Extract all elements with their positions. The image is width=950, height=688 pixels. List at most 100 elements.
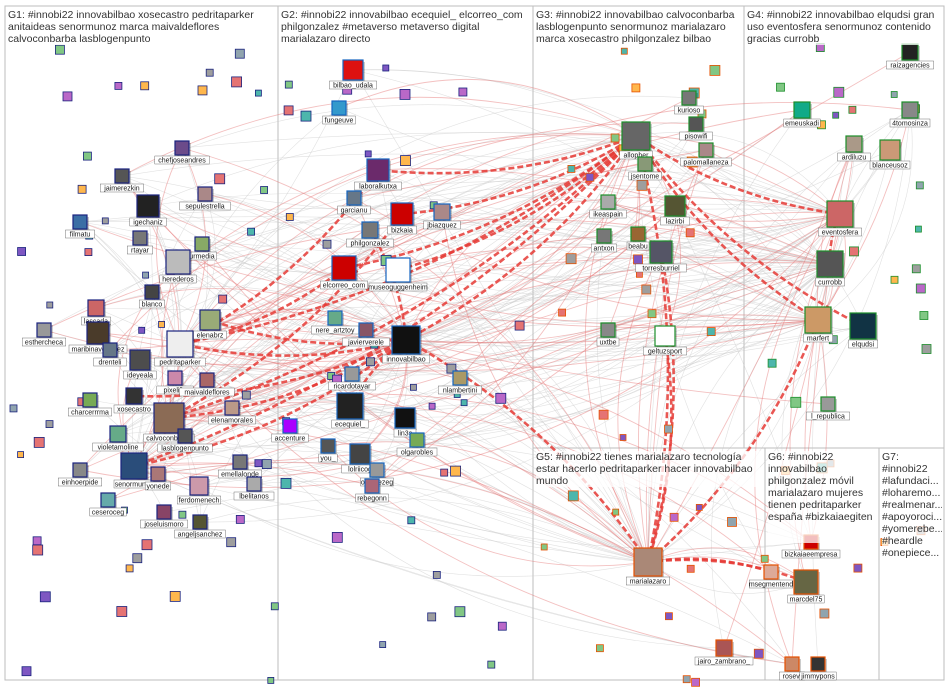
node-jbiazquez[interactable]: jbiazquez xyxy=(423,203,461,230)
node-lbelitanos[interactable]: lbelitanos xyxy=(233,476,275,501)
node-blanceusoz[interactable]: blanceusoz xyxy=(869,139,911,170)
node-jaimerezkin[interactable]: jaimerezkin xyxy=(99,168,144,193)
node-avatar xyxy=(144,284,160,300)
node-jsentome[interactable]: jsentome xyxy=(628,156,662,181)
edge xyxy=(168,417,793,665)
node-sepulestrella[interactable]: sepulestrella xyxy=(179,186,231,211)
node-label: yonede xyxy=(147,484,170,491)
minor-node xyxy=(365,357,375,367)
node-einhoerpide[interactable]: einhoerpide xyxy=(58,462,102,487)
node-palomallaneza[interactable]: palomallaneza xyxy=(680,142,732,167)
node-antxon[interactable]: antxon xyxy=(591,228,618,253)
node-urmedia[interactable]: urmedia xyxy=(187,236,217,261)
node-ikeaspain[interactable]: ikeaspain xyxy=(589,194,627,219)
node-ideyeala[interactable]: ideyeala xyxy=(123,349,157,380)
node-label-bg xyxy=(635,263,687,273)
node-lolriicog[interactable]: lolriicog xyxy=(341,443,379,474)
minor-node xyxy=(790,396,802,408)
node-currobb[interactable]: currobb xyxy=(815,250,845,287)
node-label: ceseroceg xyxy=(92,510,124,517)
node-igechaniz[interactable]: igechaniz xyxy=(129,194,167,227)
node-marfert[interactable]: marfert xyxy=(803,306,833,343)
node-philgonzalez[interactable]: philgonzalez xyxy=(346,221,394,248)
node-ricardotayar[interactable]: ricardotayar xyxy=(328,366,376,391)
node-marialazaro[interactable]: marialazaro xyxy=(626,547,671,586)
node-lin3s[interactable]: lin3s xyxy=(393,407,417,438)
node-innovabilbao[interactable]: innovabilbao xyxy=(382,325,430,364)
edge xyxy=(79,339,407,471)
node-javierverele[interactable]: javierverele xyxy=(342,322,390,347)
node-you_[interactable]: you_ xyxy=(318,438,338,463)
node-uxtbe[interactable]: uxtbe xyxy=(596,322,620,347)
node-pisowifi[interactable]: pisowifi xyxy=(679,116,713,141)
node-avatar xyxy=(664,195,686,217)
node-4tomosinza[interactable]: 4tomosinza xyxy=(889,101,931,128)
node-torresburriel[interactable]: torresburriel xyxy=(635,240,687,273)
node-angeljsanchez[interactable]: angeljsanchez xyxy=(174,514,226,539)
node-allopher[interactable]: allopher xyxy=(619,121,653,160)
node-pixelillo[interactable]: pixelillo xyxy=(156,370,194,395)
node-olgarobles[interactable]: olgarobles xyxy=(396,432,438,457)
node-laboralkutxa[interactable]: laboralkutxa xyxy=(354,158,402,191)
minor-node xyxy=(17,451,25,459)
node-avatar xyxy=(331,255,357,281)
node-eventosfera[interactable]: eventosfera xyxy=(818,200,863,237)
edge xyxy=(365,329,649,563)
node-label-bg xyxy=(217,469,262,479)
edge xyxy=(133,329,609,478)
node-avatar xyxy=(793,101,811,119)
node-garcianu[interactable]: garcianu xyxy=(337,190,371,215)
node-msegmentend[interactable]: msegmentend xyxy=(749,564,793,589)
node-elenamorales[interactable]: elenamorales xyxy=(208,400,256,425)
node-yonede[interactable]: yonede xyxy=(144,466,171,491)
node-raizagencies[interactable]: raizagencies xyxy=(886,43,934,70)
node-kurioso[interactable]: kurioso xyxy=(674,90,704,115)
node-bilbao_udala[interactable]: bilbao_udala xyxy=(329,59,377,90)
node-fungeuve[interactable]: fungeuve xyxy=(322,100,356,125)
node-emeuskadi[interactable]: emeuskadi xyxy=(783,101,821,128)
node-nlambertini[interactable]: nlambertini xyxy=(438,370,483,395)
node-jimmypons[interactable]: jimmypons xyxy=(799,656,837,681)
node-emellalonde[interactable]: emellalonde xyxy=(217,454,262,479)
node-avatar xyxy=(349,443,371,465)
node-maribinavesquez[interactable]: maribinavesquez xyxy=(68,321,128,354)
node-pedritaparker[interactable]: pedritaparker xyxy=(154,330,206,367)
node-lasblogenpunto[interactable]: lasblogenpunto xyxy=(157,428,213,453)
node-blanco[interactable]: blanco xyxy=(138,284,165,309)
node-esthercheca[interactable]: esthercheca xyxy=(22,322,66,347)
node-rebegonn[interactable]: rebegonn xyxy=(355,478,389,503)
node-beabu[interactable]: beabu xyxy=(626,226,650,251)
node-xosecastro[interactable]: xosecastro xyxy=(113,387,155,414)
node-ceseroceg[interactable]: ceseroceg xyxy=(89,492,127,517)
node-herederos[interactable]: herederos xyxy=(159,249,197,284)
node-elqudsi[interactable]: elqudsi xyxy=(848,312,878,349)
node-rtayar[interactable]: rtayar xyxy=(126,230,153,255)
node-elenabrz[interactable]: elenabrz xyxy=(193,309,227,340)
node-joseluismoro[interactable]: joseluismoro xyxy=(140,504,188,529)
node-chefjoseandres[interactable]: chefjoseandres xyxy=(154,140,210,165)
node-jairo_zambrano_[interactable]: jairo_zambrano_ xyxy=(694,639,754,666)
node-ecequiel_[interactable]: ecequiel_ xyxy=(331,392,369,429)
node-ardiluzu[interactable]: ardiluzu xyxy=(837,135,871,162)
node-l_republica[interactable]: l_republica xyxy=(806,396,851,421)
node-avatar xyxy=(224,400,240,416)
node-nere_artztoy[interactable]: nere_artztoy xyxy=(311,310,359,335)
edge xyxy=(133,440,812,543)
node-bizkaia[interactable]: bizkaia xyxy=(387,202,417,235)
node-drenteli[interactable]: drenteli xyxy=(93,342,127,367)
node-geltuzsport[interactable]: geltuzsport xyxy=(643,325,688,356)
node-charcerrrma[interactable]: charcerrrma xyxy=(67,392,112,417)
edge xyxy=(405,339,829,405)
node-museoguggenheim[interactable]: museoguggenheim xyxy=(368,257,428,292)
node-ferdomenech[interactable]: ferdomenech xyxy=(176,476,221,505)
node-marcdel75[interactable]: marcdel75 xyxy=(787,569,825,604)
node-filmatu[interactable]: filmatu xyxy=(65,214,95,239)
node-rosevi[interactable]: rosevi xyxy=(779,656,806,681)
node-lazirbi[interactable]: lazirbi xyxy=(660,195,690,226)
node-senormunoz[interactable]: senormunoz xyxy=(113,452,155,489)
node-accenture[interactable]: accenture xyxy=(271,418,309,443)
node-elcorreo_com[interactable]: elcorreo_com xyxy=(320,255,368,290)
node-violetamoline[interactable]: violetamoline xyxy=(92,425,144,452)
node-maivaldeflores[interactable]: maivaldeflores xyxy=(179,372,235,397)
node-avatar xyxy=(194,236,210,252)
